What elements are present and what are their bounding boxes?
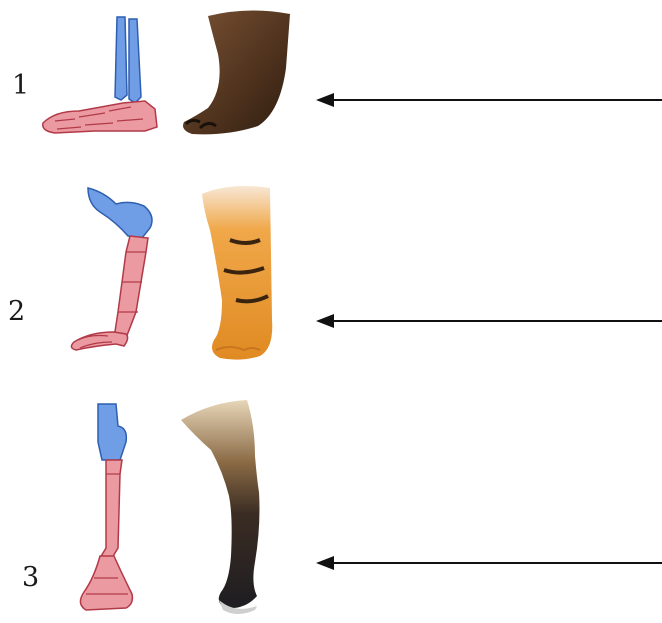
hoof-bones	[80, 556, 132, 610]
upper-bone	[115, 17, 127, 100]
lower-bone	[114, 236, 148, 338]
row-number-1: 1	[12, 70, 29, 101]
plantigrade-skeleton-diagram	[35, 5, 165, 155]
limb-row-1: 1	[0, 0, 662, 160]
arrow-3	[312, 553, 662, 573]
limb-row-3: 3	[0, 392, 662, 622]
row-number-3: 3	[22, 562, 39, 593]
lower-bone	[100, 460, 122, 558]
unguligrade-skeleton-diagram	[72, 398, 162, 623]
upper-bone	[129, 19, 141, 103]
tiger-paw-image	[190, 180, 300, 370]
arrow-2	[312, 311, 662, 331]
upper-bone	[98, 404, 126, 460]
bear-paw-image	[178, 8, 298, 143]
digitigrade-skeleton-diagram	[60, 182, 180, 372]
deer-leg-image	[175, 396, 295, 621]
toe-bones	[71, 332, 127, 350]
upper-bone	[88, 188, 152, 238]
arrow-1	[312, 90, 662, 110]
limb-row-2: 2	[0, 170, 662, 370]
row-number-2: 2	[8, 296, 25, 327]
